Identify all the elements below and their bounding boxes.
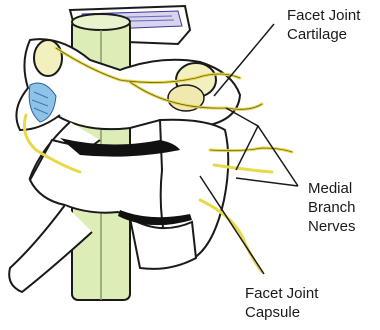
label-line: Nerves bbox=[308, 217, 356, 236]
label-line: Facet Joint bbox=[245, 284, 318, 303]
label-facet-joint-capsule: Facet Joint Capsule bbox=[245, 284, 318, 322]
pointer-medial-2 bbox=[236, 178, 298, 186]
label-line: Facet Joint bbox=[287, 6, 360, 25]
pointer-cartilage bbox=[214, 24, 274, 96]
label-line: Medial bbox=[308, 179, 356, 198]
label-line: Cartilage bbox=[287, 25, 360, 44]
label-line: Capsule bbox=[245, 303, 318, 322]
label-facet-joint-cartilage: Facet Joint Cartilage bbox=[287, 6, 360, 44]
label-medial-branch-nerves: Medial Branch Nerves bbox=[308, 179, 356, 236]
label-line: Branch bbox=[308, 198, 356, 217]
